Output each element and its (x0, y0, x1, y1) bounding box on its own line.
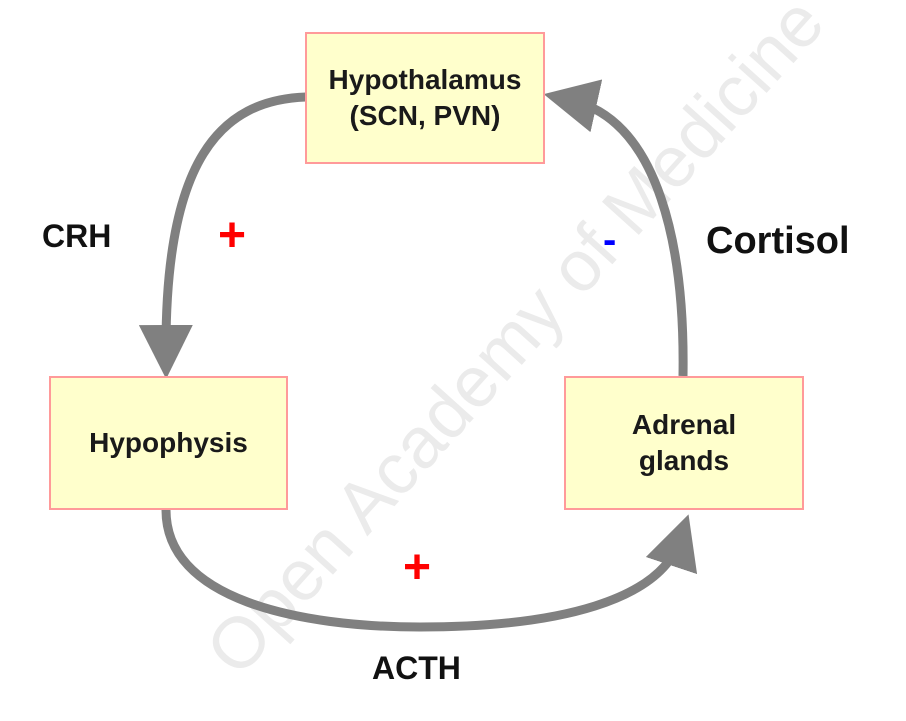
adrenal-sublabel: glands (638, 445, 730, 476)
cortisol-minus-sign: - (603, 218, 617, 262)
crh-plus-sign: + (218, 209, 247, 262)
crh-label: CRH (42, 218, 112, 254)
hypophysis-label: Hypophysis (89, 427, 248, 458)
hypothalamus-label: Hypothalamus (328, 64, 522, 95)
cortisol-label: Cortisol (706, 220, 850, 262)
acth-label: ACTH (372, 650, 461, 686)
acth-arrow (161, 508, 698, 632)
adrenal-label: Adrenal (631, 409, 737, 440)
cortisol-arrow (543, 79, 688, 377)
hypothalamus-box: Hypothalamus (SCN, PVN) (305, 32, 545, 164)
crh-arrow (138, 92, 307, 379)
adrenal-box: Adrenal glands (564, 376, 804, 510)
hypothalamus-sublabel: (SCN, PVN) (349, 100, 501, 131)
hypophysis-box: Hypophysis (49, 376, 288, 510)
acth-plus-sign: + (403, 541, 432, 594)
